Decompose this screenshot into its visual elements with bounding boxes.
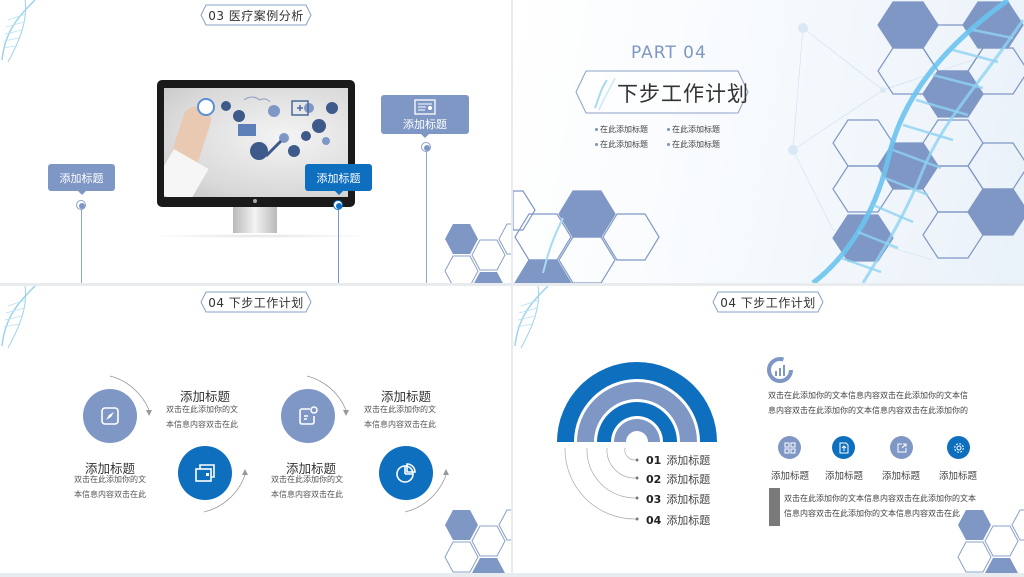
hexagon-decoration bbox=[444, 509, 511, 573]
callout-left[interactable]: 添加标题 bbox=[48, 164, 115, 195]
dna-decoration-icon bbox=[514, 286, 549, 349]
slide-thumbnail-3[interactable]: 04 下步工作计划 添加标题 双击在此添加你的文本信息内容双击在此 添加标题 双… bbox=[0, 286, 511, 573]
step-circle-2[interactable] bbox=[178, 446, 232, 500]
bullet-item: 在此添加标题 bbox=[595, 139, 648, 150]
compass-icon bbox=[101, 407, 119, 425]
step-title: 添加标题 bbox=[285, 461, 336, 476]
flow-arrows bbox=[109, 375, 449, 513]
grid-icon bbox=[784, 442, 795, 453]
step-circle-3[interactable] bbox=[281, 389, 335, 443]
hexagon-decoration bbox=[957, 509, 1024, 573]
callout-right[interactable]: 添加标题 bbox=[381, 95, 469, 138]
bar-chart-icon bbox=[767, 357, 793, 383]
dna-decoration-icon bbox=[1, 286, 36, 349]
slide-thumbnail-2[interactable]: PART 04 下步工作计划 在此添加标题 在此添加标题 在此添加标题 在此添加… bbox=[513, 0, 1024, 283]
section-header: 03 医疗案例分析 bbox=[200, 4, 312, 26]
gear-icon bbox=[953, 442, 964, 453]
step-description: 双击在此添加你的文本信息内容双击在此 bbox=[271, 475, 343, 499]
hexagon-decoration bbox=[444, 223, 511, 283]
callout-center[interactable]: 添加标题 bbox=[305, 164, 372, 195]
step-description: 双击在此添加你的文本信息内容双击在此 bbox=[166, 405, 238, 429]
timeline-pin bbox=[421, 142, 431, 152]
step-title: 添加标题 bbox=[84, 461, 135, 476]
stethoscope-icon bbox=[197, 98, 215, 116]
wallet-icon bbox=[195, 464, 215, 482]
feature-label: 添加标题 bbox=[824, 471, 863, 482]
certificate-icon bbox=[414, 98, 436, 115]
dna-decoration-icon bbox=[1, 0, 36, 63]
step-description: 双击在此添加你的文本信息内容双击在此 bbox=[364, 405, 436, 429]
bullet-item: 在此添加标题 bbox=[667, 124, 720, 135]
step-circle-1[interactable] bbox=[83, 389, 137, 443]
description-paragraph: 双击在此添加你的文本信息内容双击在此添加你的文本信息内容双击在此添加你的文本信息… bbox=[768, 391, 968, 415]
concentric-rings-chart bbox=[557, 362, 717, 442]
section-title: 下步工作计划 bbox=[617, 82, 749, 106]
timeline-line bbox=[81, 210, 82, 283]
step-circle-4[interactable] bbox=[379, 446, 433, 500]
ring-connectors bbox=[564, 447, 639, 521]
feature-label: 添加标题 bbox=[770, 471, 809, 482]
pie-chart-icon bbox=[396, 463, 416, 483]
feature-label: 添加标题 bbox=[938, 471, 977, 482]
timeline-line bbox=[426, 152, 427, 283]
timeline-pin bbox=[333, 200, 343, 210]
feature-icon-1[interactable] bbox=[778, 436, 801, 459]
timeline-pin bbox=[76, 200, 86, 210]
section-header: 04 下步工作计划 bbox=[712, 291, 824, 313]
section-title-box: 下步工作计划 bbox=[575, 70, 749, 114]
document-icon bbox=[839, 442, 848, 453]
notification-icon bbox=[299, 406, 318, 425]
bullet-item: 在此添加标题 bbox=[595, 124, 648, 135]
description-paragraph: 双击在此添加你的文本信息内容双击在此添加你的文本信息内容双击在此添加你的文本信息… bbox=[784, 494, 976, 518]
feature-label: 添加标题 bbox=[881, 471, 920, 482]
step-description: 双击在此添加你的文本信息内容双击在此 bbox=[74, 475, 146, 499]
bullet-item: 在此添加标题 bbox=[667, 139, 720, 150]
medical-icons-cloud bbox=[221, 96, 338, 160]
monitor-stand bbox=[233, 207, 277, 233]
share-icon bbox=[897, 443, 906, 452]
slide-thumbnail-1[interactable]: 03 医疗案例分析 添加标题 添加标题 bbox=[0, 0, 511, 283]
dna-hexagon-background bbox=[788, 0, 1024, 283]
part-number: PART 04 bbox=[631, 43, 707, 63]
step-title: 添加标题 bbox=[380, 389, 431, 404]
step-title: 添加标题 bbox=[179, 389, 230, 404]
feature-icon-4[interactable] bbox=[947, 436, 970, 459]
section-header: 04 下步工作计划 bbox=[200, 291, 312, 313]
timeline-line bbox=[338, 210, 339, 283]
accent-bar bbox=[769, 488, 780, 526]
hexagon-decoration bbox=[513, 190, 660, 283]
sleeve-image bbox=[164, 149, 209, 197]
feature-icon-3[interactable] bbox=[890, 436, 913, 459]
feature-icon-2[interactable] bbox=[832, 436, 855, 459]
